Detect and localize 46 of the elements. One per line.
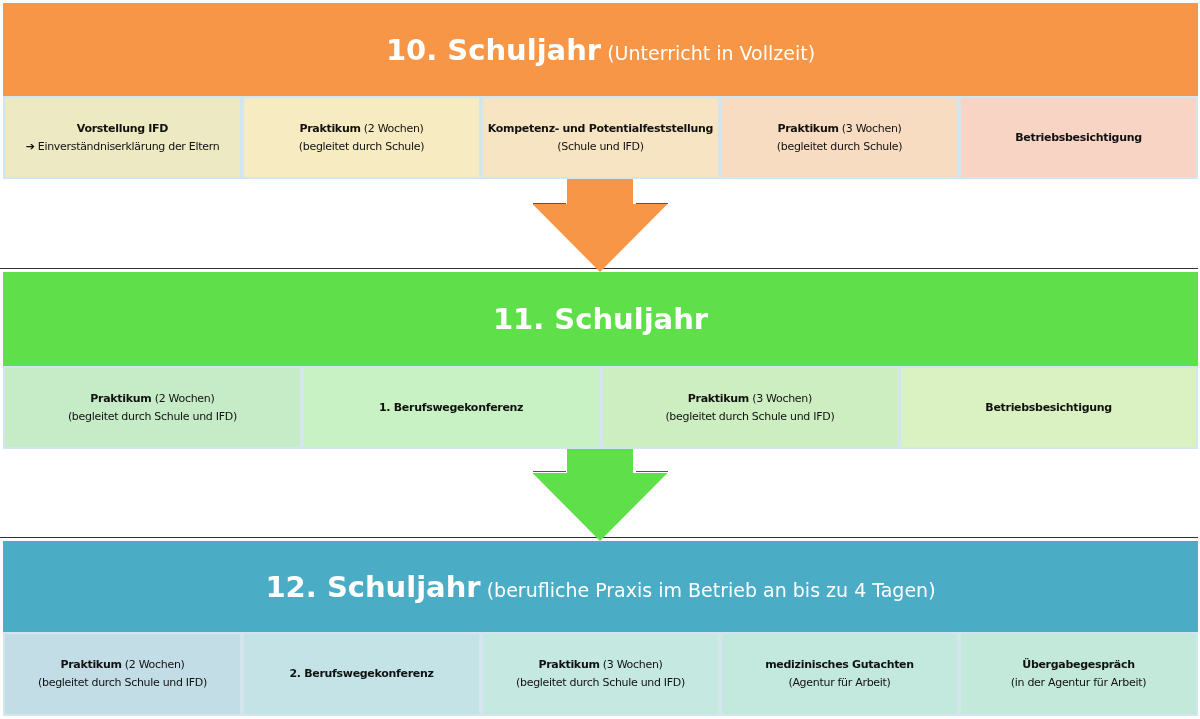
step-card <box>959 632 1198 716</box>
year-band <box>3 3 1198 179</box>
year-heading: 10. Schuljahr (Unterricht in Vollzeit) <box>384 31 817 69</box>
step-text: Praktikum (2 Wochen) <box>89 390 216 407</box>
block-arrow <box>532 179 668 272</box>
year-band <box>3 541 1198 716</box>
step-card <box>242 96 481 179</box>
step-card <box>481 96 720 179</box>
step-card <box>3 96 242 179</box>
step-text: Betriebsbesichtigung <box>984 399 1113 416</box>
step-text: (begleitet durch Schule und IFD) <box>515 675 686 691</box>
step-text: 1. Berufswegekonferenz <box>378 399 525 416</box>
step-text: Praktikum (3 Wochen) <box>776 120 903 137</box>
step-text: Praktikum (3 Wochen) <box>686 390 813 407</box>
block-arrow <box>532 449 668 541</box>
step-text: Praktikum (2 Wochen) <box>59 657 186 674</box>
step-text: Betriebsbesichtigung <box>1014 129 1143 146</box>
step-text: (begleitet durch Schule und IFD) <box>66 408 238 425</box>
step-text: (begleitet durch Schule) <box>297 138 426 155</box>
step-card <box>481 632 720 716</box>
step-card <box>3 366 302 449</box>
year-heading: 11. Schuljahr <box>491 301 710 338</box>
step-text: (Agentur für Arbeit) <box>787 675 892 691</box>
step-text: Praktikum (3 Wochen) <box>537 657 664 674</box>
step-text: (Schule und IFD) <box>556 138 645 155</box>
step-text: Kompetenz- und Potentialfeststellung <box>486 120 715 137</box>
step-card <box>959 96 1198 179</box>
step-text: (begleitet durch Schule und IFD) <box>37 675 208 691</box>
step-card <box>899 366 1198 449</box>
step-text: ➔ Einverständniserklärung der Eltern <box>24 138 221 155</box>
step-text: (begleitet durch Schule und IFD) <box>664 408 836 425</box>
year-band <box>3 272 1198 449</box>
step-card <box>720 96 959 179</box>
step-text: Übergabegespräch <box>1021 657 1136 674</box>
step-text: (begleitet durch Schule) <box>775 138 904 155</box>
step-text: medizinisches Gutachten <box>764 657 915 674</box>
step-text: Vorstellung IFD <box>75 120 170 137</box>
step-card <box>3 632 242 716</box>
step-text: (in der Agentur für Arbeit) <box>1009 675 1148 691</box>
step-text: Praktikum (2 Wochen) <box>298 120 425 137</box>
step-card <box>600 366 900 449</box>
step-card <box>301 366 601 449</box>
year-heading: 12. Schuljahr (berufliche Praxis im Betrieb an bis zu 4 Tagen) <box>264 568 937 606</box>
step-text: 2. Berufswegekonferenz <box>288 666 435 683</box>
step-card <box>720 632 959 716</box>
step-card <box>242 632 481 716</box>
